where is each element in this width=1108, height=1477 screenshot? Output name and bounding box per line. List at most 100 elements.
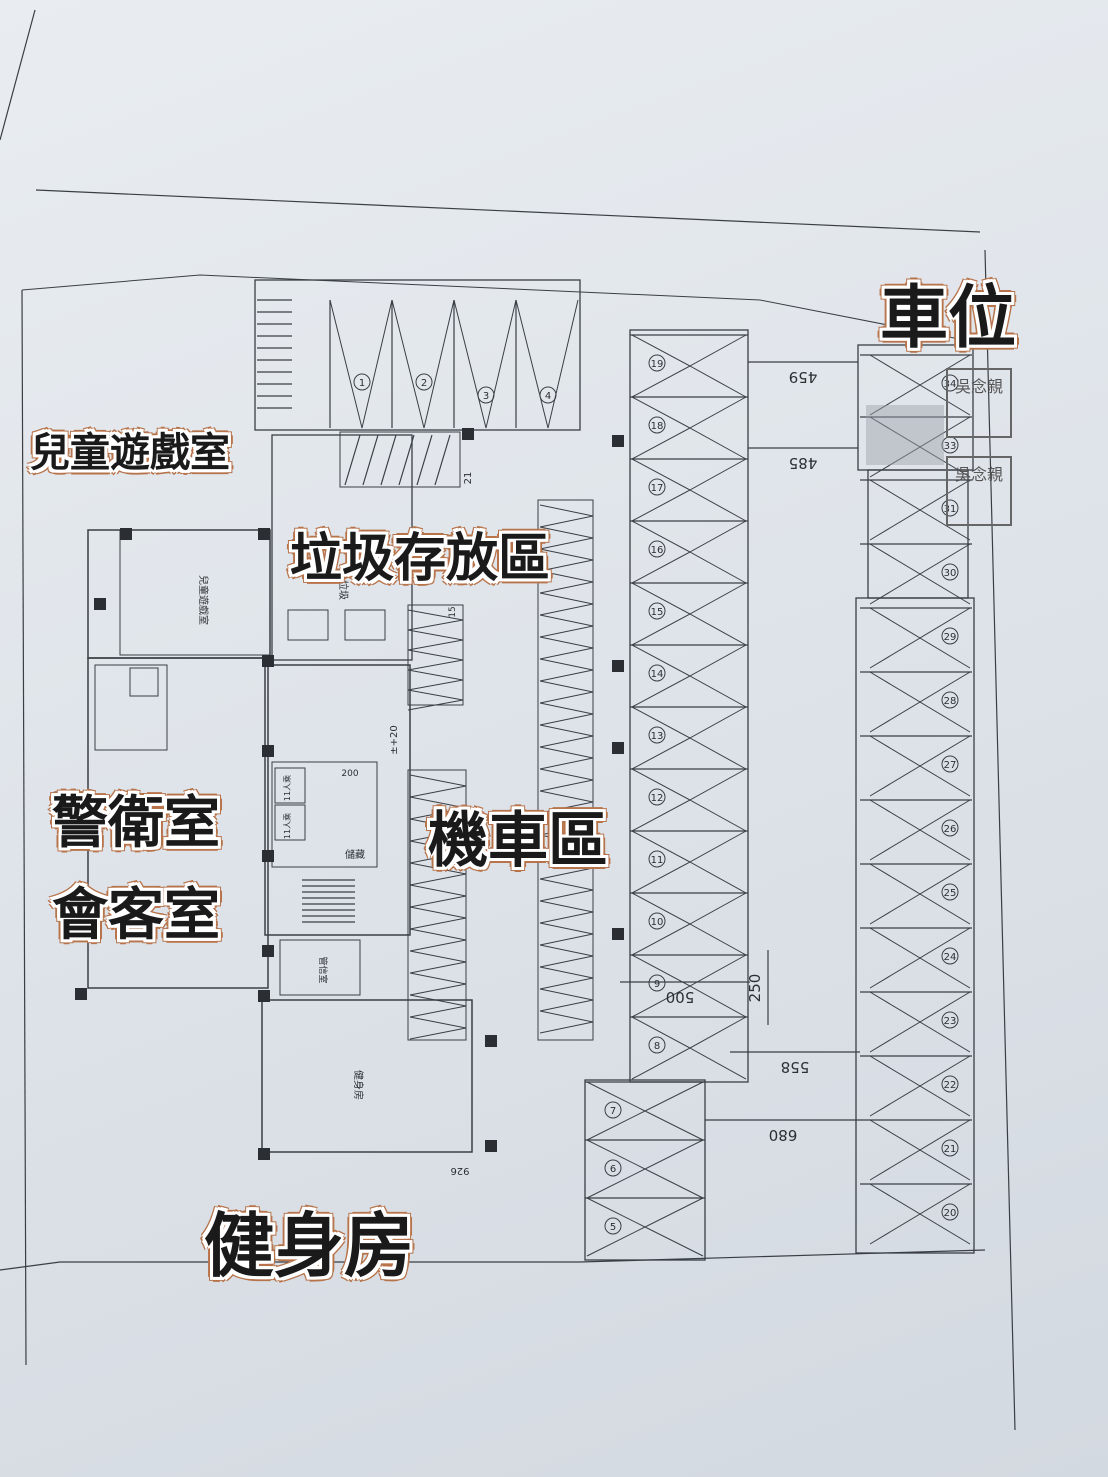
hatch-line [434,434,451,486]
stall-diagonal [869,799,921,861]
label-parking: 車位 [880,279,1017,358]
dimension-558: 558 [781,1058,810,1076]
room-label-gym: 健身房 [352,1070,365,1100]
structural-column [262,850,274,862]
structural-column [262,745,274,757]
space-number: 31 [944,504,957,515]
stall-diagonal [919,543,971,605]
seal-text-2: 吳念親 [954,465,1003,484]
stall-diagonal [869,735,921,797]
scooter-diagonal [539,614,594,638]
hatch-line [380,434,397,486]
space-number: 10 [651,917,664,928]
stall-diagonal [869,927,921,989]
space-number: 8 [654,1041,660,1052]
room-label-elev2: 11人乘 [282,813,292,839]
gym-room [261,999,473,1153]
scooter-diagonal [539,988,594,1012]
site-boundary-bottom-left [0,1261,61,1271]
scooter-diagonal [407,629,464,651]
space-number-circle [604,1101,622,1119]
hatch-line [362,434,379,486]
stamp-smudge [866,405,944,465]
structural-column [258,528,270,540]
space-number-circle [941,1011,959,1029]
scooter-diagonal [539,922,594,946]
scooter-diagonal [539,812,594,836]
space-number: 24 [944,952,957,963]
elevator-1 [274,767,306,804]
stall-diagonal [643,1139,704,1199]
space-number: 29 [944,632,957,643]
stall-diagonal [919,479,971,541]
space-number: 22 [944,1080,957,1091]
space-number-circle [941,691,959,709]
dimension-459: 459 [789,368,818,386]
space-number-circle [941,1075,959,1093]
elevation-label: ±+20 [389,725,400,754]
stall-diagonal [919,1119,971,1181]
space-number-circle [648,664,666,682]
stall-diagonal [869,991,921,1053]
spot-21 [339,431,461,488]
space-number-circle [353,373,371,391]
stall-diagonal [688,954,747,1018]
space-number-circle [648,912,666,930]
space-number: 15 [448,606,458,617]
space-number-circle [648,478,666,496]
scooter-diagonal [409,796,467,820]
scooter-diagonal [407,689,464,711]
space-number-circle [941,819,959,837]
dimension-485: 485 [789,454,818,472]
space-number-circle [941,563,959,581]
scooter-diagonal [539,570,594,594]
stall-diagonal [688,520,747,584]
garbage-room [271,434,413,661]
scooter-diagonal [407,669,464,691]
scooter-diagonal [409,972,467,996]
stall-diagonal [688,334,747,398]
scooter-column-right [537,499,594,1041]
scooter-diagonal [539,790,594,814]
space-number: 33 [944,441,957,452]
scooter-diagonal [539,636,594,660]
space-number: 28 [944,696,957,707]
space-number: 25 [944,888,957,899]
space-number-circle [941,374,959,392]
core-services [264,664,411,936]
scooter-diagonal [539,944,594,968]
stall-diagonal [329,299,393,429]
space-number: 30 [944,568,957,579]
space-number: 2 [421,378,427,389]
stall-diagonal [919,799,971,861]
scooter-diagonal [539,878,594,902]
scooter-diagonal [539,900,594,924]
structural-column [485,1035,497,1047]
chair [129,667,159,697]
site-boundary-top-inner [21,274,991,346]
stall-diagonal [919,354,971,416]
scooter-diagonal [409,906,467,930]
paper-edge [0,9,36,141]
structural-column [94,598,106,610]
space-number: 23 [944,1016,957,1027]
label-gym: 健身房 [204,1205,414,1287]
stall-diagonal [515,299,579,429]
bin [344,609,386,641]
scooter-diagonal [539,768,594,792]
space-number-circle [539,386,557,404]
guard-reception-block [87,657,269,989]
stall-diagonal [919,927,971,989]
scooter-diagonal [539,724,594,748]
structural-column [462,428,474,440]
stall-diagonal [391,299,455,429]
stall-diagonal [919,863,971,925]
room-label-storage: 儲藏 [345,849,365,861]
scooter-diagonal [409,1016,467,1040]
scooter-diagonal [407,649,464,671]
room-label-elev1: 11人乘 [282,775,292,801]
top-car-row [254,279,581,431]
scooter-diagonal [409,840,467,864]
scooter-diagonal [409,774,467,798]
